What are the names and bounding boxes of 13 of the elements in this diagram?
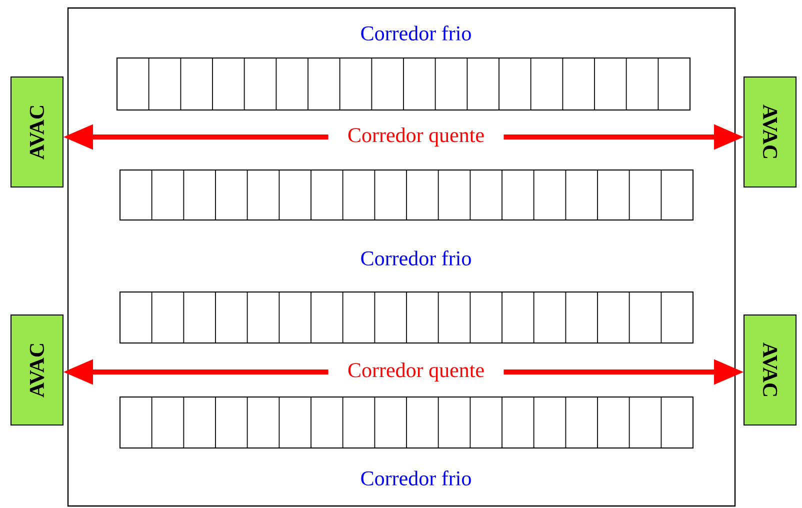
hot-aisle-label: Corredor quente xyxy=(348,362,484,382)
room-outline xyxy=(67,7,736,507)
hvac-unit: AVAC xyxy=(744,314,797,426)
server-rack-row xyxy=(120,292,694,344)
cold-aisle-label: Corredor frio xyxy=(361,250,471,266)
server-rack-row xyxy=(116,58,690,110)
hvac-unit: AVAC xyxy=(744,76,797,188)
cold-aisle-label: Corredor frio xyxy=(361,470,471,486)
server-rack-row xyxy=(120,396,694,448)
hvac-unit: AVAC xyxy=(10,76,64,188)
hot-aisle-label: Corredor quente xyxy=(348,127,484,147)
server-rack-row xyxy=(120,170,694,220)
hvac-unit: AVAC xyxy=(10,314,64,426)
